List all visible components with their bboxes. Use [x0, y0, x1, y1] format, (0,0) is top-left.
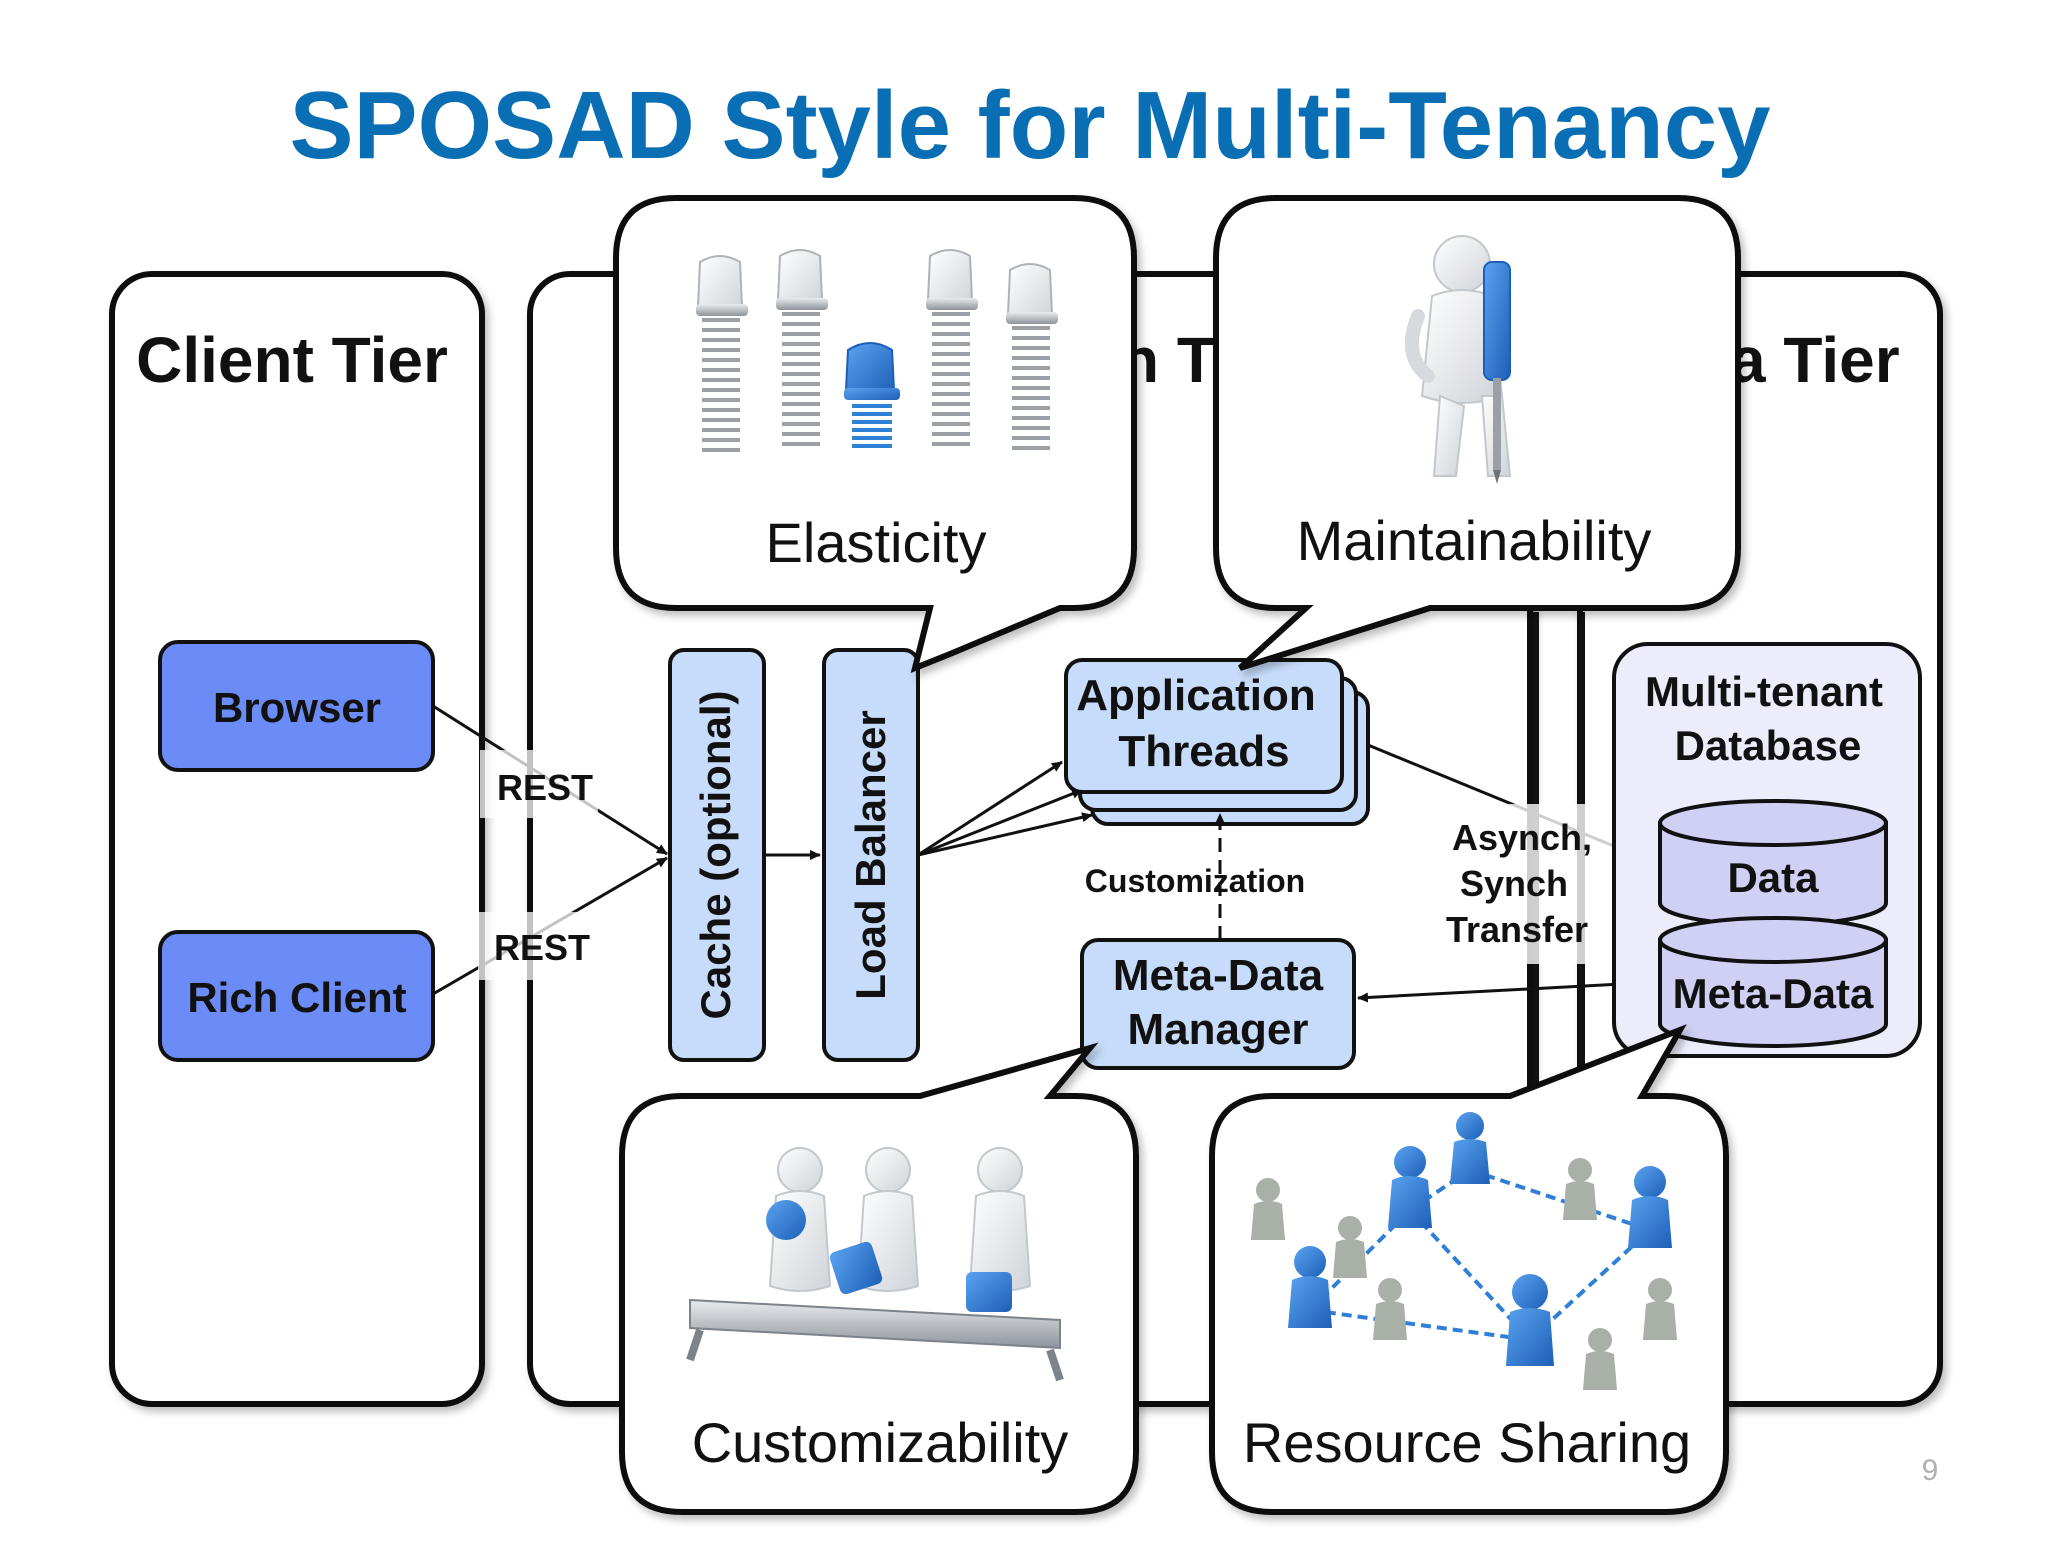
balancer-arrow-3	[917, 812, 1093, 857]
transfer-label-line2: Synch	[1460, 863, 1568, 904]
meta-data-manager-label-line2: Manager	[1128, 1005, 1309, 1054]
maintainability-callout	[1213, 195, 1741, 671]
customizability-label: Customizability	[692, 1411, 1069, 1474]
meta-data-manager-box	[1080, 938, 1356, 1070]
elasticity-callout	[613, 195, 1137, 673]
application-threads-label-line2: Threads	[1118, 727, 1289, 776]
load-balancer-label: Load Balancer	[847, 710, 894, 999]
metadata-to-manager-arrow	[1357, 980, 1661, 1003]
maintainability-label: Maintainability	[1297, 509, 1652, 572]
application-threads-label-line1: Application	[1076, 671, 1316, 720]
transfer-label-line3: Transfer	[1446, 909, 1588, 950]
page-number: 9	[1922, 1454, 1939, 1487]
meta-data-label: Meta-Data	[1673, 970, 1874, 1017]
application-threads-box	[1064, 658, 1344, 794]
client-tier-panel	[109, 271, 485, 1407]
meta-data-manager-label-line1: Meta-Data	[1113, 951, 1324, 1000]
transfer-label-line1: Asynch,	[1452, 817, 1592, 858]
slide-title: SPOSAD Style for Multi-Tenancy	[289, 72, 1770, 179]
assembly-line-icon	[686, 1147, 1064, 1382]
multi-tenant-database-label-line2: Database	[1675, 722, 1862, 769]
cache-label: Cache (optional)	[692, 690, 739, 1019]
balancer-arrow-1	[917, 760, 1063, 857]
people-network-icon	[1251, 1112, 1677, 1390]
springs-chairs-icon	[696, 249, 1058, 452]
browser-label: Browser	[213, 684, 381, 731]
balancer-arrow-2	[917, 788, 1083, 857]
client-tier-label: Client Tier	[136, 324, 448, 396]
elasticity-label: Elasticity	[766, 511, 987, 574]
data-tier-label: a Tier	[1730, 324, 1900, 396]
multi-tenant-database-label-line1: Multi-tenant	[1645, 668, 1883, 715]
data-label: Data	[1727, 854, 1819, 901]
customization-label: Customization	[1085, 863, 1305, 899]
rich-client-label: Rich Client	[187, 974, 406, 1021]
data-cylinder	[1658, 799, 1888, 927]
meta-data-cylinder	[1658, 916, 1888, 1048]
rest-label-top: REST	[497, 767, 593, 808]
screwdriver-figure-icon	[1405, 235, 1512, 484]
rich-client-box	[158, 930, 435, 1062]
rest-label-bottom: REST	[494, 927, 590, 968]
resource-sharing-label: Resource Sharing	[1243, 1411, 1691, 1474]
